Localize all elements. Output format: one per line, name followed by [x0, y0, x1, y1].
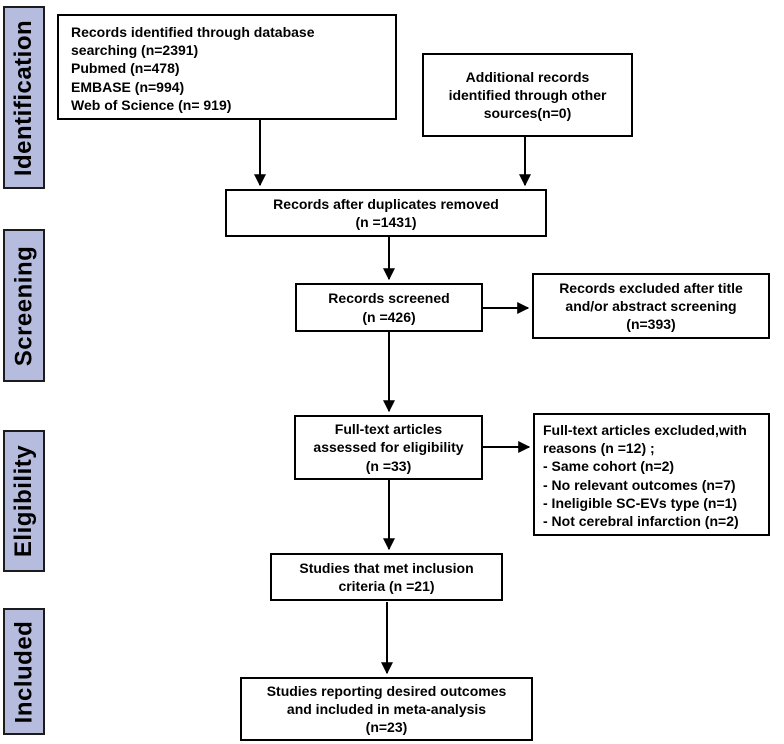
box-fulltext-excluded-text: Full-text articles excluded,with reasons…: [543, 422, 747, 529]
stage-identification-label: Identification: [10, 19, 37, 176]
box-records-screened: Records screened (n =426): [295, 283, 483, 332]
stage-eligibility-label: Eligibility: [10, 444, 37, 558]
box-final-included-text: Studies reporting desired outcomes and i…: [266, 682, 507, 736]
box-duplicates-removed: Records after duplicates removed (n =143…: [225, 189, 547, 237]
box-excluded-screening: Records excluded after title and/or abst…: [532, 273, 770, 339]
box-excluded-screening-text: Records excluded after title and/or abst…: [559, 279, 743, 333]
box-records-identified-text: Records identified through database sear…: [71, 24, 315, 113]
box-additional-records-text: Additional records identified through ot…: [448, 68, 607, 122]
box-inclusion-met: Studies that met inclusion criteria (n =…: [270, 553, 503, 601]
stage-eligibility: Eligibility: [3, 430, 45, 572]
box-inclusion-met-text: Studies that met inclusion criteria (n =…: [299, 559, 474, 594]
box-fulltext-assessed: Full-text articles assessed for eligibil…: [294, 415, 483, 480]
stage-included: Included: [3, 608, 45, 735]
stage-screening-label: Screening: [10, 245, 38, 366]
box-duplicates-removed-text: Records after duplicates removed (n =143…: [273, 195, 499, 230]
box-additional-records: Additional records identified through ot…: [422, 53, 633, 137]
box-fulltext-assessed-text: Full-text articles assessed for eligibil…: [313, 421, 464, 474]
box-fulltext-excluded: Full-text articles excluded,with reasons…: [533, 413, 770, 536]
stage-included-label: Included: [10, 620, 38, 723]
box-records-screened-text: Records screened (n =426): [328, 290, 450, 325]
box-final-included: Studies reporting desired outcomes and i…: [240, 677, 533, 741]
stage-identification: Identification: [3, 6, 45, 189]
stage-screening: Screening: [3, 229, 45, 382]
box-records-identified: Records identified through database sear…: [57, 14, 397, 120]
